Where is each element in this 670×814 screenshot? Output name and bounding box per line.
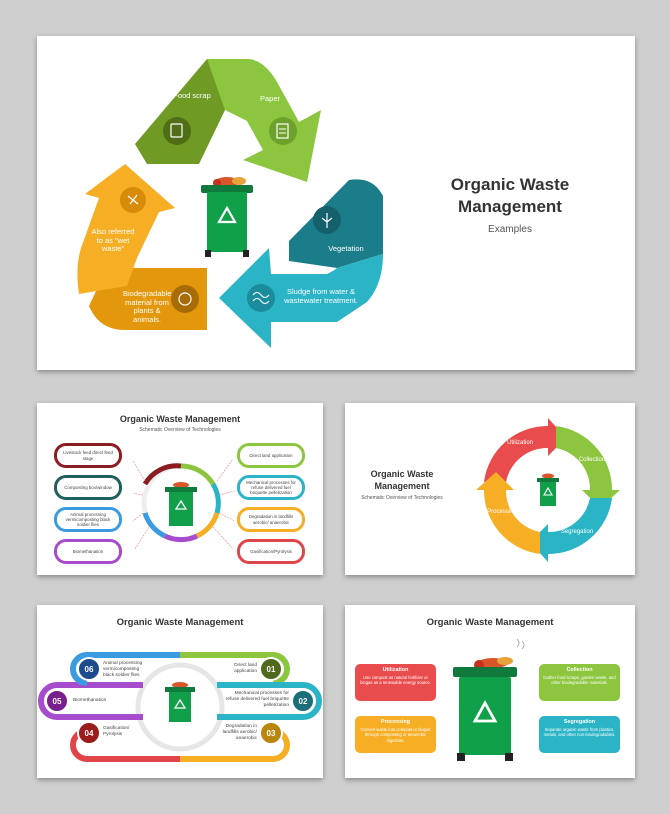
cycle-label-processing: Processing (487, 509, 517, 515)
cycle-label-utilization: Utilization (506, 440, 533, 446)
item-02-label: Mechanical processes for refuse delivere… (225, 691, 289, 708)
label-vegetation: Vegetation (328, 244, 364, 253)
badge-03: 03 (259, 721, 283, 745)
slide4-title: Organic Waste Management (116, 617, 244, 628)
card-segregation-body: Separate organic waste from plastics, me… (543, 727, 616, 738)
slide3-title: Organic Waste Management (370, 469, 434, 491)
slide5-bin-icon (453, 638, 525, 761)
slide2-ring-graphic (132, 458, 236, 550)
item-05-label: Biomethanation (73, 698, 107, 703)
slide-cycle[interactable]: Organic Waste Management Schematic Overv… (345, 403, 635, 575)
card-collection-body: Gather food scraps, garden waste, and ot… (543, 675, 616, 686)
card-collection: Collection Gather food scraps, garden wa… (539, 664, 620, 701)
cycle-label-segregation: Segregation (560, 529, 594, 535)
badge-05: 05 (45, 689, 69, 713)
label-wet-waste: Also referred to as "wet waste" (91, 227, 135, 254)
badge-06: 06 (77, 657, 101, 681)
main-slide[interactable]: Food scrap Paper Vegetation Sludge from … (37, 36, 635, 370)
right-item-3: Degradation in landfills aerobic/ anaero… (237, 507, 305, 532)
trash-bin-icon (201, 177, 253, 257)
card-processing-title: Processing (380, 719, 411, 725)
card-utilization-body: Use compost as natural fertilizer or bio… (360, 675, 431, 686)
left-item-2: Composting box/window (54, 475, 122, 500)
cycle-graphic (476, 418, 620, 562)
segment-paper (207, 59, 321, 182)
slide4-ring-graphic (38, 652, 322, 762)
slide-schematic-overview[interactable]: Organic Waste Management Schematic Overv… (37, 403, 323, 575)
label-sludge: Sludge from water & wastewater treatment… (284, 287, 358, 305)
left-item-1: Livestock feed direct feed stage (54, 443, 122, 468)
badge-04: 04 (77, 721, 101, 745)
paper-icon (269, 117, 297, 145)
cycle-processing (476, 472, 540, 554)
left-item-4: Biomethanation (54, 539, 122, 564)
slide-cards[interactable]: Organic Waste Management Utilization Use… (345, 605, 635, 778)
slide-subtitle: Examples (488, 224, 532, 235)
cycle-label-collection: Collection (578, 457, 606, 463)
slide-numbered[interactable]: Organic Waste Management 01 02 03 04 05 … (37, 605, 323, 778)
cycle-collection (556, 426, 620, 508)
item-03-label: Degradation in landfills aerobic/ anaero… (222, 724, 257, 741)
label-biodegradable: Biodegradable material from plants & ani… (123, 289, 172, 324)
card-segregation: Segregation Separate organic waste from … (539, 716, 620, 753)
slide2-bin-icon (165, 482, 197, 526)
label-food-scrap: Food scrap (173, 91, 211, 100)
card-segregation-title: Segregation (563, 719, 596, 725)
slide5-bin-graphic (453, 638, 525, 761)
slide3-subtitle: Schematic Overview of Technologies (361, 495, 443, 501)
recycle-arrows-graphic (77, 59, 383, 348)
cycle-segregation (530, 498, 612, 562)
badge-01: 01 (259, 657, 283, 681)
right-item-1: Direct land application (237, 443, 305, 468)
item-06-label: Animal processing vermicomposting black … (103, 661, 143, 678)
right-item-4: Gasification/Pyrolysis (237, 539, 305, 564)
slide2-title: Organic Waste Management (119, 414, 241, 424)
card-collection-title: Collection (566, 667, 593, 673)
left-item-3: Animal processing vermicomposting black … (54, 507, 122, 532)
slide2-subtitle: Schematic Overview of Technologies (139, 427, 221, 433)
segment-wet-waste (77, 164, 175, 294)
food-scrap-icon (163, 117, 191, 145)
right-item-2: Mechanical processes for refuse delivere… (237, 475, 305, 500)
card-processing-body: Convert waste into compost or biogas thr… (360, 727, 431, 743)
card-utilization: Utilization Use compost as natural ferti… (355, 664, 436, 701)
animals-icon (171, 285, 199, 313)
segment-sludge (219, 248, 383, 348)
label-paper: Paper (259, 94, 280, 103)
card-utilization-title: Utilization (382, 667, 409, 673)
item-04-label: Gasification/ Pyrolysis (103, 726, 130, 737)
slide4-bin-icon (165, 682, 195, 722)
sludge-icon (247, 284, 275, 312)
badge-02: 02 (291, 689, 315, 713)
slide-title: Organic Waste Management (450, 175, 570, 217)
item-01-label: Direct land application (234, 663, 257, 674)
slide5-title: Organic Waste Management (426, 617, 554, 628)
cycle-utilization (484, 418, 566, 482)
slide3-bin-icon (537, 473, 559, 506)
card-processing: Processing Convert waste into compost or… (355, 716, 436, 753)
